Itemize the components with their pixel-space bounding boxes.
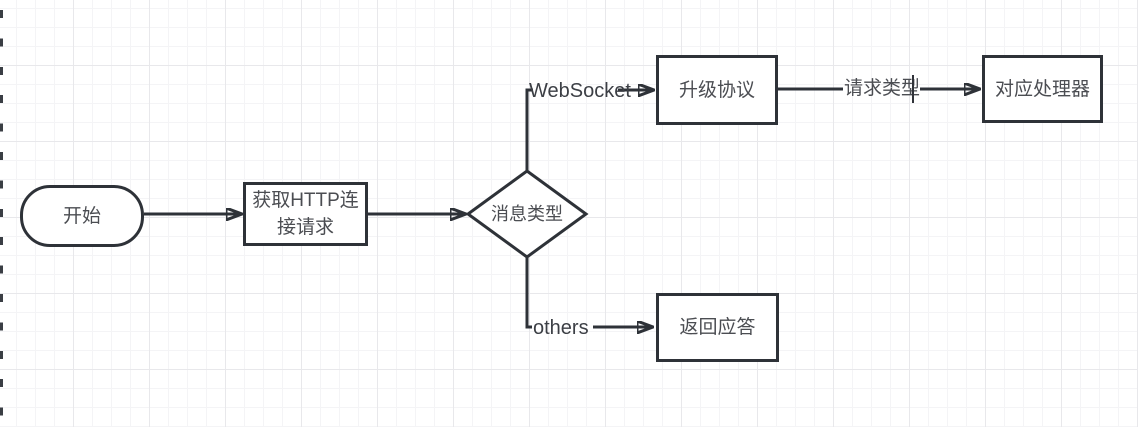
node-return-reply[interactable]: 返回应答	[656, 293, 779, 362]
node-get-http-request[interactable]: 获取HTTP连接请求	[243, 182, 368, 246]
node-return-reply-label: 返回应答	[679, 317, 756, 338]
node-get-http-request-label: 获取HTTP连接请求	[252, 190, 359, 238]
text-cursor	[912, 75, 914, 103]
node-handler-label: 对应处理器	[994, 78, 1090, 100]
edge-label-request-type[interactable]: 请求类型	[844, 78, 921, 99]
node-start-label: 开始	[62, 205, 101, 227]
node-upgrade-protocol[interactable]: 升级协议	[656, 55, 778, 125]
canvas-edge-ticks	[0, 0, 3, 427]
edge-label-websocket[interactable]: WebSocket	[529, 80, 631, 102]
node-message-type-shape[interactable]	[465, 169, 589, 259]
node-message-type-label: 消息类型	[491, 204, 563, 224]
edge-label-others[interactable]: others	[533, 317, 589, 339]
node-start[interactable]: 开始	[20, 185, 144, 247]
edge-message-type-to-upgrade-stub[interactable]	[525, 88, 533, 171]
node-upgrade-protocol-label: 升级协议	[678, 79, 755, 101]
edge-message-type-to-reply-stub[interactable]	[525, 257, 532, 329]
node-handler[interactable]: 对应处理器	[982, 55, 1103, 123]
